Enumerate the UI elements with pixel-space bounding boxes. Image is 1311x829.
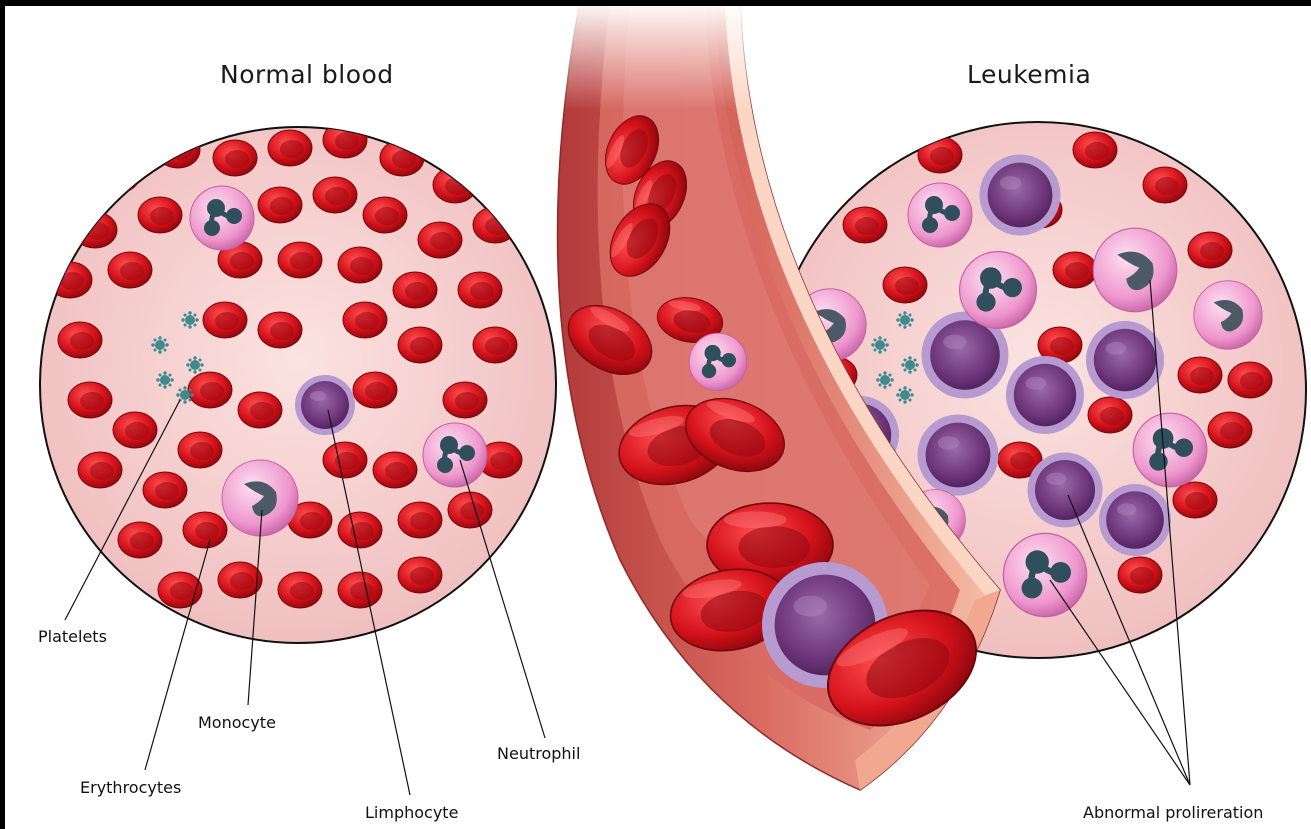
title-leukemia: Leukemia bbox=[967, 60, 1091, 89]
title-normal-blood: Normal blood bbox=[220, 60, 394, 89]
label-platelets: Platelets bbox=[38, 627, 107, 646]
normal-blood-panel bbox=[40, 122, 556, 643]
label-abnormal-proliferation: Abnormal prolireration bbox=[1083, 803, 1263, 822]
label-monocyte: Monocyte bbox=[198, 713, 276, 732]
label-erythrocytes: Erythrocytes bbox=[80, 778, 181, 797]
label-limphocyte: Limphocyte bbox=[365, 803, 458, 822]
label-neutrophil: Neutrophil bbox=[497, 744, 580, 763]
